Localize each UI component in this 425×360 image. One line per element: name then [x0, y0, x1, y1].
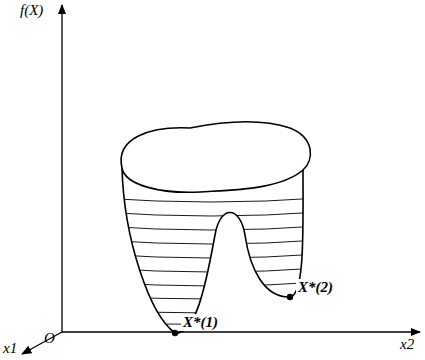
minimum-dot: [172, 330, 178, 336]
axis-label: f(X): [20, 2, 43, 19]
minimum-label: X*(2): [296, 279, 335, 296]
axis-label: x2: [400, 336, 414, 353]
fx-axis: [61, 5, 62, 332]
x1-axis: [22, 332, 62, 354]
origin-label: O: [44, 330, 55, 347]
surface-outline: [122, 168, 303, 333]
surface-rim: [121, 122, 310, 192]
x2-axis: [62, 331, 420, 332]
axis-label: x1: [3, 340, 17, 357]
minimum-label: X*(1): [181, 314, 220, 331]
minimum-dot: [287, 294, 293, 300]
